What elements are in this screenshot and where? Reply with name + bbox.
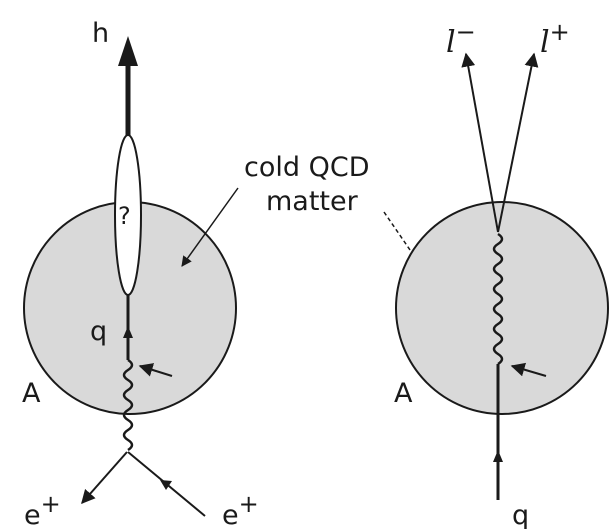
quark-label-right: q (512, 500, 529, 529)
right-gluon-arrow (510, 362, 547, 377)
lepton-minus-line (461, 52, 499, 233)
hadron-label: h (92, 18, 109, 49)
hadron-arrow-icon (118, 36, 138, 66)
nucleus-label-right: A (394, 378, 413, 409)
photon-wavy-line (122, 358, 134, 452)
left-gluon-arrow (138, 363, 173, 377)
unknown-label: ? (118, 202, 131, 230)
dilepton-photon-wavy-line (492, 232, 504, 366)
positron-right-arrow-icon (160, 480, 172, 490)
lepton-plus-label: l+ (540, 18, 570, 60)
quark-label-left: q (90, 316, 107, 347)
quark-arrow-icon (123, 326, 133, 338)
annotation-line1: cold QCD (244, 152, 369, 183)
annotation-line2: matter (266, 186, 359, 217)
positron-left-line (81, 451, 128, 505)
right-nucleus-sphere (395, 201, 609, 415)
incoming-quark-arrow-icon (493, 450, 503, 462)
annotation: cold QCD matter (181, 152, 433, 283)
right-diagram: A q l− l+ (394, 18, 609, 529)
annotation-pointer-left (181, 187, 239, 267)
left-diagram: h ? q A e+ e+ (22, 18, 259, 529)
lepton-plus-line (497, 52, 539, 233)
positron-left-label: e+ (24, 490, 61, 529)
lepton-minus-label: l− (446, 18, 476, 60)
nucleus-label-left: A (22, 378, 41, 409)
positron-right-label: e+ (222, 490, 259, 529)
